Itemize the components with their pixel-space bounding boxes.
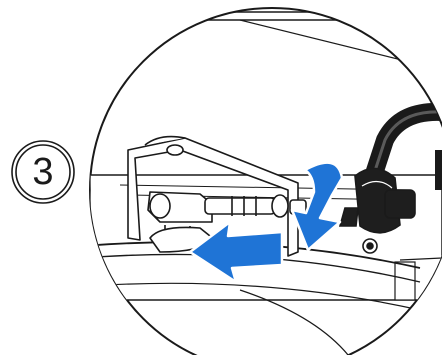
valve-assembly xyxy=(338,102,442,254)
step-number: 3 xyxy=(32,151,54,193)
step-badge xyxy=(11,140,75,204)
latch-bracket xyxy=(127,135,307,257)
push-down-arrow xyxy=(290,161,344,252)
slide-left-arrow xyxy=(188,220,284,284)
